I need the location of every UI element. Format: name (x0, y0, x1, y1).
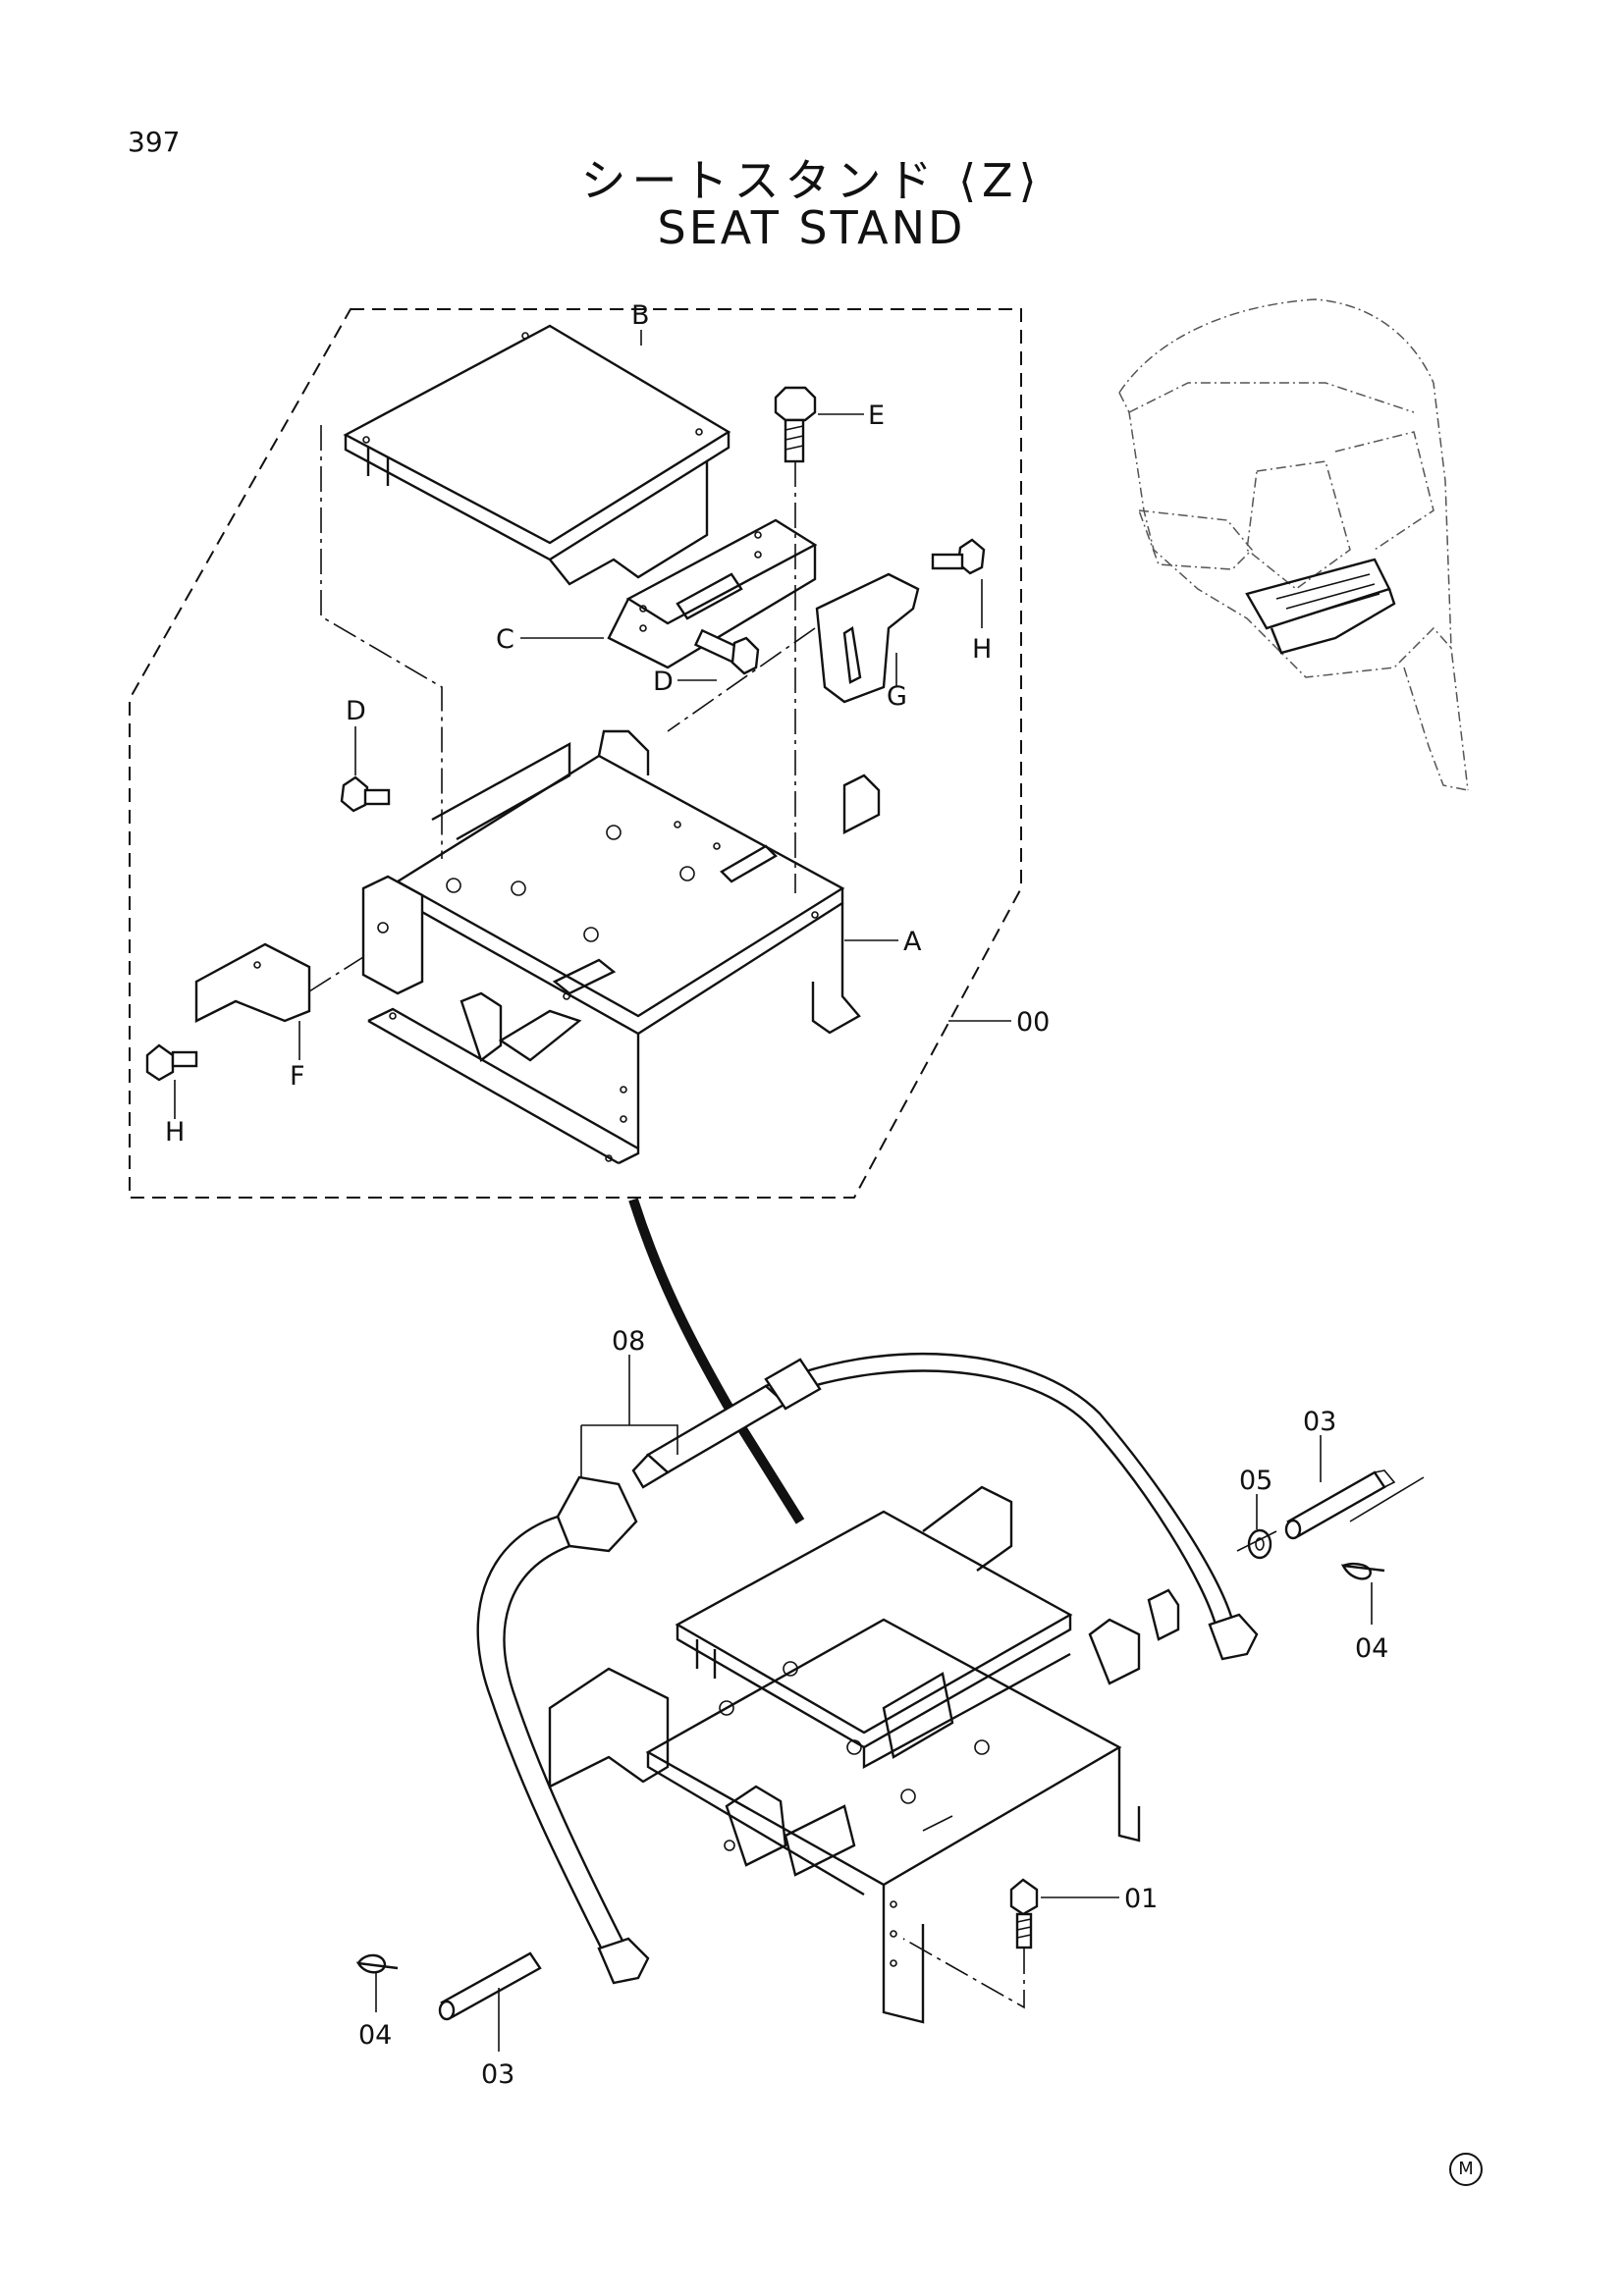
part-03-pin-left (438, 1951, 542, 2021)
label-e: E (868, 400, 885, 431)
part-03-pin-right (1284, 1469, 1396, 1540)
part-h-bolt-left (145, 1043, 198, 1082)
label-f: F (290, 1061, 305, 1092)
centerline-f (308, 956, 364, 992)
part-04-clip-left (355, 1953, 399, 1974)
part-d-bolt-upper (693, 628, 760, 675)
page-number: 397 (128, 126, 181, 158)
label-00: 00 (1016, 1007, 1050, 1038)
part-g-bracket (815, 572, 920, 704)
assembly-boundary (129, 308, 1022, 1199)
centerline-g (667, 627, 816, 732)
label-d-left: D (346, 696, 366, 726)
seat-belt-strap-left (476, 1515, 606, 1954)
seat-stand-assembled (548, 1485, 1180, 2024)
seat-belt-buckle (556, 1475, 638, 1553)
label-03-left: 03 (481, 2059, 514, 2090)
manufacturer-mark: M (1449, 2153, 1483, 2186)
part-a-left-column (361, 875, 424, 995)
title-japanese: シートスタンド ⟨Z⟩ (580, 154, 1043, 207)
label-h-right: H (972, 634, 992, 665)
part-f-bracket (194, 942, 311, 1023)
label-b: B (631, 300, 650, 331)
label-04-right: 04 (1355, 1633, 1388, 1664)
part-04-clip-right (1340, 1562, 1385, 1580)
label-08: 08 (612, 1326, 645, 1357)
cab-inset (1118, 298, 1469, 791)
seat-belt-strap-right (765, 1353, 1234, 1621)
part-a-frame (367, 729, 881, 1165)
label-03-right: 03 (1303, 1407, 1336, 1437)
label-g: G (887, 681, 907, 712)
part-01-bolt (1009, 1878, 1039, 1949)
part-b-plate (343, 324, 731, 586)
label-05: 05 (1239, 1466, 1272, 1496)
part-d-bolt-left (340, 775, 391, 813)
label-d-upper: D (653, 667, 674, 697)
label-04-left: 04 (358, 2020, 392, 2051)
connector-to-assembly (628, 1198, 805, 1524)
part-h-bolt-right (931, 538, 986, 575)
label-a: A (903, 927, 922, 957)
label-01: 01 (1124, 1884, 1158, 1914)
title-english: SEAT STAND (657, 201, 966, 254)
centerline-b-to-a (320, 425, 443, 859)
part-c-rail (607, 518, 818, 669)
label-h-left: H (165, 1117, 185, 1148)
label-c: C (496, 624, 514, 655)
part-e-bolt (774, 386, 817, 463)
